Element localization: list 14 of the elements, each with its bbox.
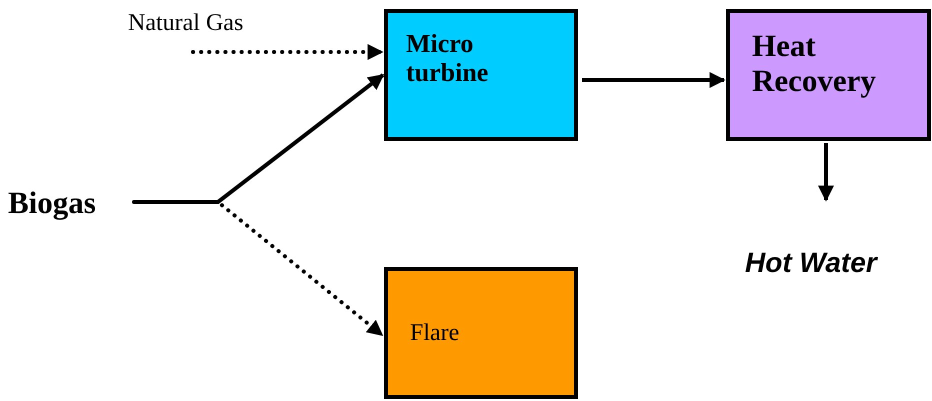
process-box [384, 267, 578, 399]
box-label: Flare [410, 320, 460, 346]
output-label: Hot Water [745, 247, 877, 280]
arrow [191, 44, 384, 60]
process-box [726, 9, 931, 141]
arrow [818, 143, 834, 202]
input-label: Natural Gas [128, 10, 244, 38]
box-label: Heat Recovery [752, 29, 877, 98]
arrow [134, 73, 384, 204]
input-label: Biogas [8, 185, 96, 221]
arrow [132, 200, 384, 337]
arrow [582, 72, 726, 88]
box-label: Micro turbine [406, 29, 490, 88]
process-box [384, 9, 578, 141]
